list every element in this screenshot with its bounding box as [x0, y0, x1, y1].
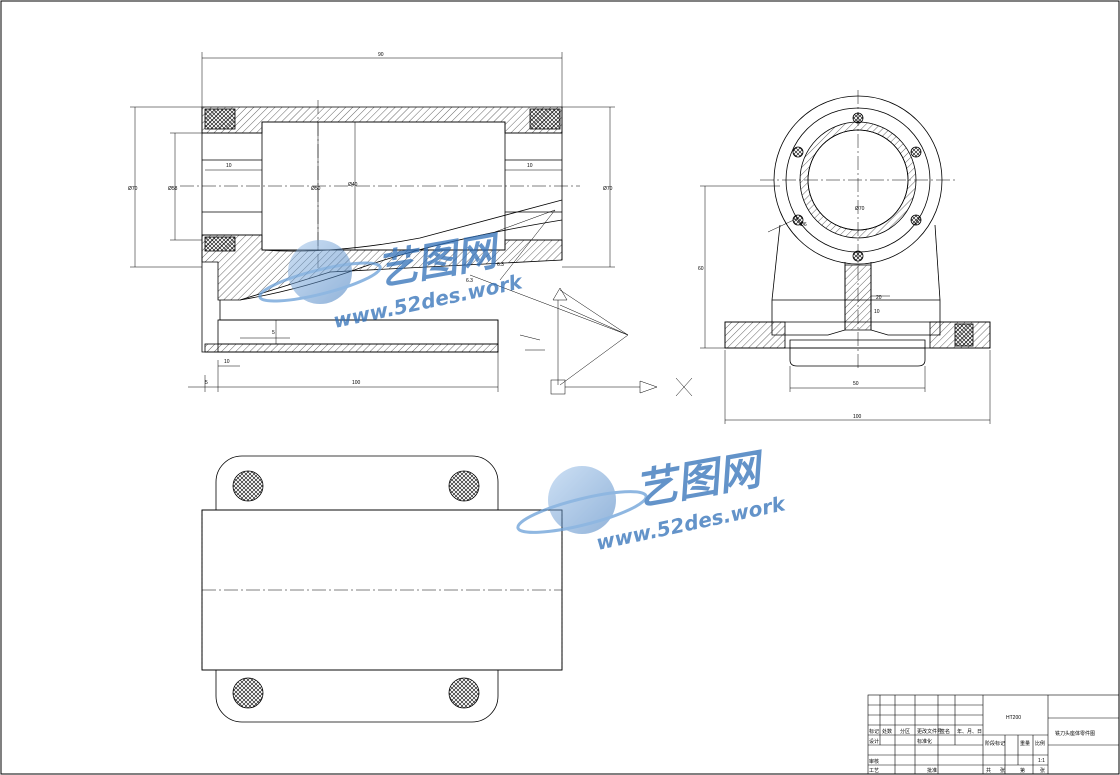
top-view — [201, 455, 563, 723]
label-weight: 重量 — [1020, 740, 1030, 747]
dim-base-length: 100 — [352, 380, 361, 386]
label-zone: 分区 — [900, 728, 910, 735]
dim-bore-depth-right: 10 — [527, 163, 533, 169]
side-centerlines — [760, 90, 955, 370]
label-sheet: 张 — [1000, 767, 1005, 774]
side-view — [724, 95, 991, 367]
dim-side-rib-width: 20 — [876, 295, 882, 301]
label-total: 共 — [986, 767, 991, 774]
label-design: 设计 — [869, 738, 879, 745]
side-dimensions — [700, 185, 991, 424]
dim-base-left-gap: 5 — [272, 330, 275, 336]
dim-inner-bore-1: Ø40 — [348, 182, 358, 188]
surface-finish-1: 6.3 — [497, 262, 504, 268]
title-part-name: 铣刀头座体零件图 — [1055, 730, 1095, 737]
label-count: 处数 — [882, 728, 892, 735]
title-block — [867, 694, 1120, 775]
label-sheet-2: 张 — [1040, 767, 1045, 774]
label-ratio: 比例 — [1035, 740, 1045, 747]
title-scale: 1:1 — [1038, 758, 1045, 764]
dim-left-inner-height-1: Ø58 — [168, 186, 178, 192]
front-dimensions — [130, 52, 615, 392]
label-signature: 签名 — [940, 728, 950, 735]
label-date: 年、月、日 — [957, 728, 982, 735]
surface-finish-2: 6.3 — [466, 278, 473, 284]
dim-side-inner-width: 50 — [853, 381, 859, 387]
title-block-text: HT200 铣刀头座体零件图 1:1 标记 处数 分区 更改文件号 签名 年、月… — [869, 715, 1095, 774]
watermark-1: 艺图网 www.52des.work — [258, 228, 526, 333]
dim-bore-depth-left: 10 — [226, 163, 232, 169]
label-process: 工艺 — [869, 768, 879, 774]
watermark-globe-icon — [288, 240, 352, 304]
label-standardize: 标准化 — [917, 738, 932, 745]
dim-overall-length: 90 — [378, 52, 384, 58]
label-stage-mark: 阶段标记 — [985, 740, 1005, 747]
dim-side-center-mark: Ø6 — [800, 222, 807, 228]
label-change-doc: 更改文件号 — [917, 728, 942, 735]
dim-right-height: Ø70 — [603, 186, 613, 192]
title-material: HT200 — [1006, 715, 1021, 721]
dim-side-base-height: 10 — [874, 309, 880, 315]
dim-left-outer-height: Ø70 — [128, 186, 138, 192]
surface-finish-leaders — [469, 209, 693, 397]
label-of: 第 — [1020, 767, 1025, 774]
dimension-labels: 90 Ø70 Ø58 Ø50 Ø40 Ø70 Ø70 10 10 5 10 10… — [128, 52, 882, 420]
dim-side-height: 60 — [698, 266, 704, 272]
dim-inner-bore-2: Ø70 — [855, 206, 865, 212]
dim-base-step: 10 — [224, 359, 230, 365]
dim-base-offset: 5 — [205, 380, 208, 386]
label-review: 审核 — [869, 758, 879, 765]
label-mark: 标记 — [869, 728, 879, 735]
dim-left-inner-height-2: Ø50 — [311, 186, 321, 192]
dim-side-total-width: 100 — [853, 414, 862, 420]
label-approve: 批准 — [927, 767, 937, 774]
